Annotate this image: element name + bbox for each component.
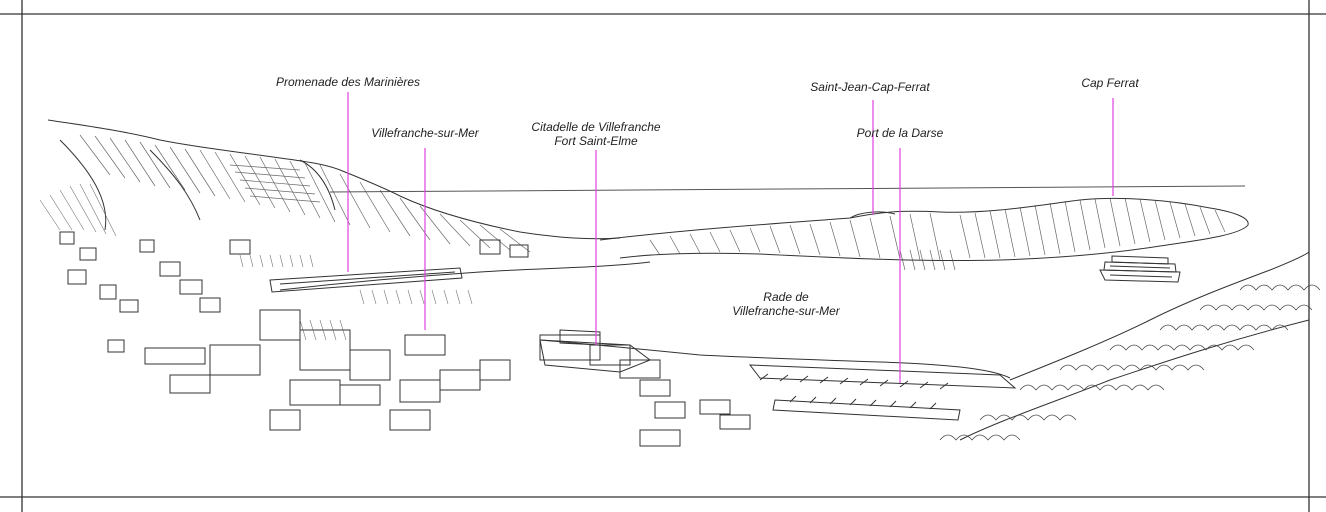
cruise-ship: [1099, 255, 1181, 283]
citadelle-fort: [539, 329, 652, 373]
left-hill-hatching: [79, 134, 531, 253]
label-cap-ferrat: Cap Ferrat: [1081, 76, 1139, 90]
label-promenade: Promenade des Marinières: [275, 75, 421, 89]
pointer-lines: [347, 92, 1114, 383]
cap-ferrat-hatching: [649, 197, 1226, 271]
left-town: [59, 231, 751, 447]
horizon-line: [329, 185, 1246, 193]
promenade-building: [269, 267, 463, 293]
port-darse-quays: [748, 364, 1017, 421]
right-coast: [959, 251, 1310, 441]
label-villefranche: Villefranche-sur-Mer: [371, 126, 479, 140]
right-coast-scribbles: [939, 284, 1321, 441]
bay-shoreline: [279, 261, 1011, 379]
label-port-darse: Port de la Darse: [856, 126, 944, 140]
cap-ferrat-peninsula: [599, 197, 1249, 262]
left-town-hatching: [39, 183, 473, 341]
label-rade: Rade de Villefranche-sur-Mer: [732, 290, 840, 318]
label-saint-jean: Saint-Jean-Cap-Ferrat: [810, 80, 930, 94]
label-citadelle: Citadelle de Villefranche Fort Saint-Elm…: [531, 120, 661, 148]
